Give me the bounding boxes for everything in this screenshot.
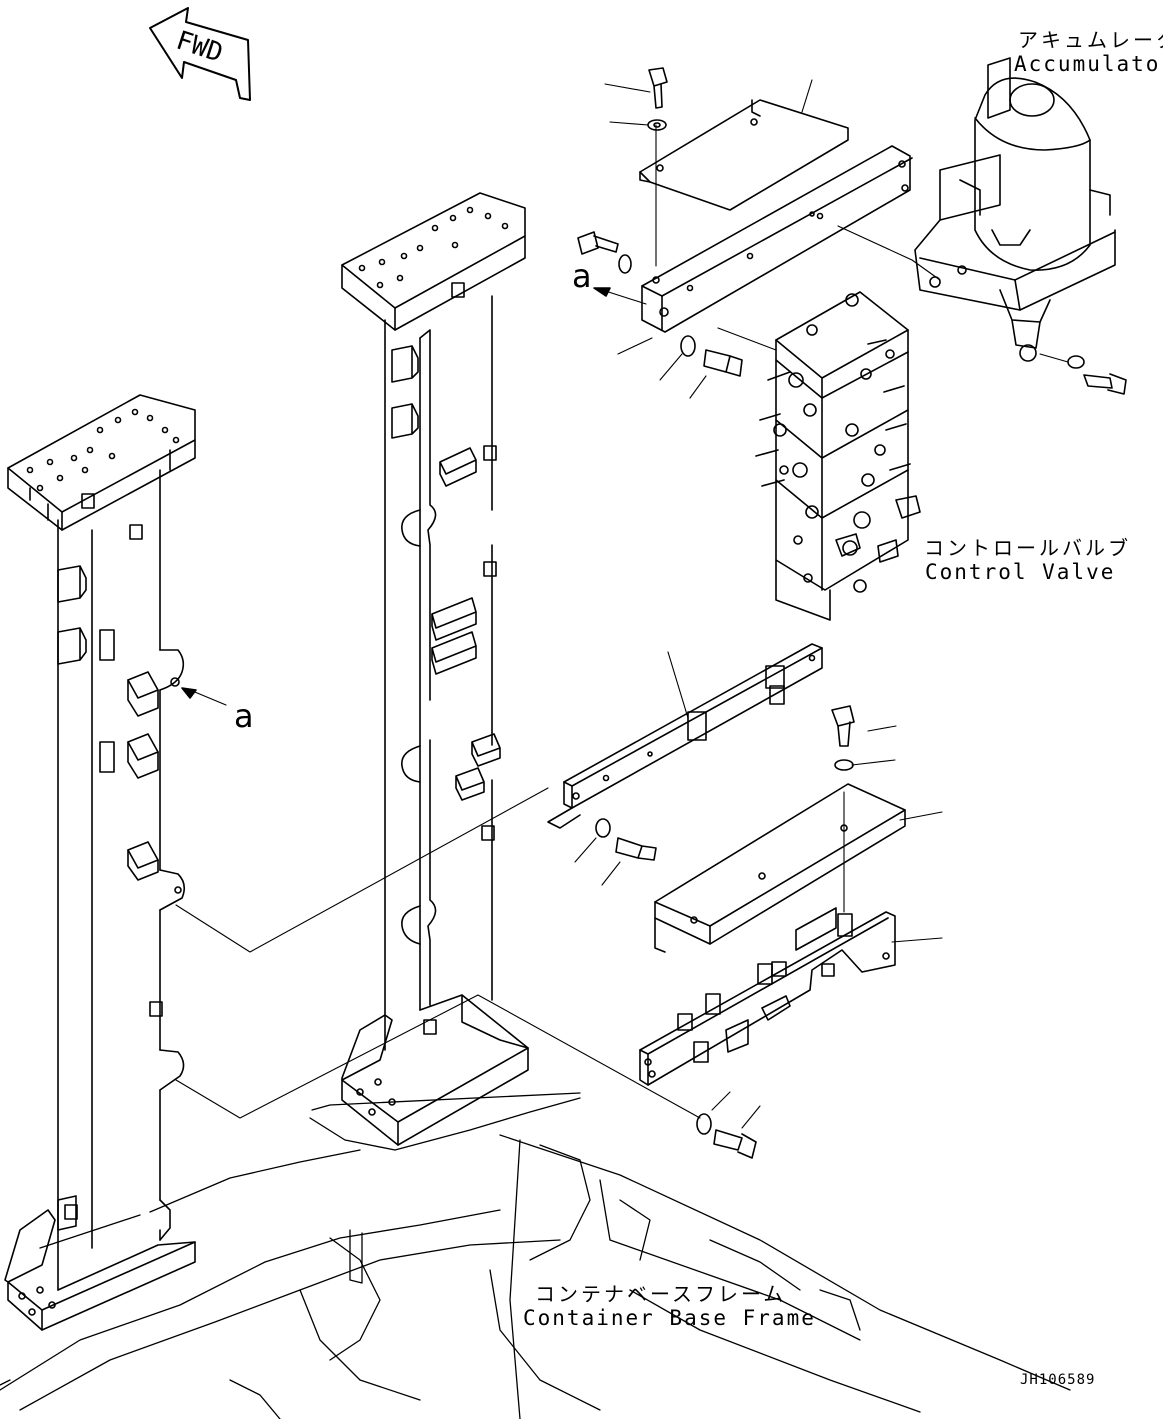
left-mounting-column — [4, 394, 196, 1331]
control-valve-label-ja: コントロールバルブ — [924, 536, 1131, 560]
middle-fasteners — [595, 705, 855, 861]
reference-arrows — [181, 287, 611, 699]
container-base-frame-label-ja: コンテナベースフレーム — [535, 1282, 787, 1306]
lower-fasteners — [696, 1113, 757, 1159]
upper-valve-bracket — [639, 99, 913, 333]
control-valve-label-en: Control Valve — [925, 560, 1116, 584]
container-base-frame-label-en: Container Base Frame — [523, 1306, 816, 1330]
reference-mark-lower: a — [234, 697, 254, 735]
lower-valve-bracket — [639, 907, 896, 1086]
lower-cover-plate — [654, 783, 906, 953]
accumulator-label-en: Accumulator — [1014, 52, 1163, 76]
drawing-number: JH106589 — [1020, 1372, 1096, 1388]
control-valve-unit — [755, 291, 921, 621]
accumulator-label-ja: アキュムレータ — [1018, 28, 1163, 52]
upper-fasteners — [577, 67, 1127, 395]
container-base-frame-outline — [0, 1092, 1071, 1419]
leader-lines — [175, 79, 1069, 1129]
right-mounting-column — [341, 192, 529, 1146]
accumulator-unit — [914, 57, 1116, 362]
middle-valve-bracket — [547, 643, 823, 829]
fwd-arrow-icon: FWD — [149, 7, 251, 101]
reference-mark-upper: a — [572, 257, 592, 295]
